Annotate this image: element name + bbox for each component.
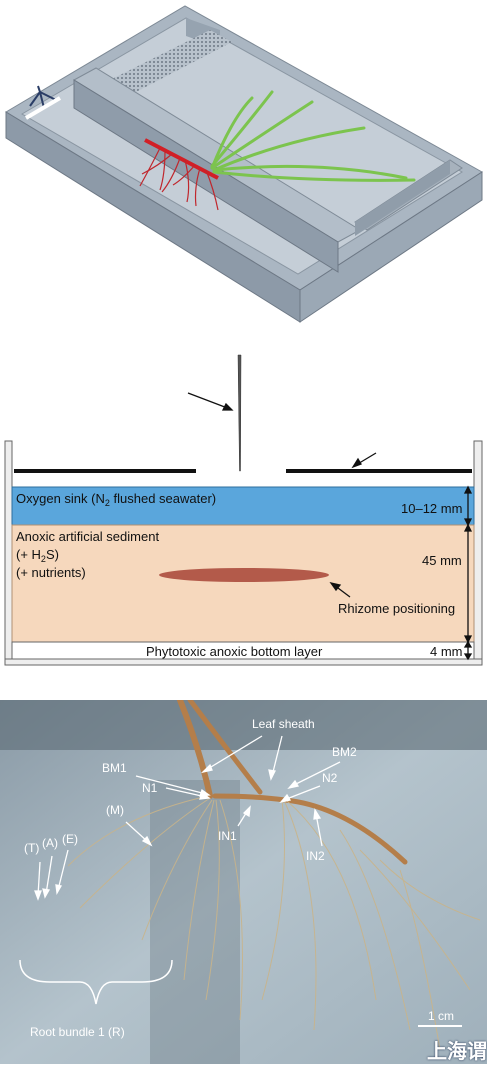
sediment-line-3: (+ nutrients) — [16, 565, 86, 580]
root-bundle-brace — [19, 959, 173, 1005]
plant-stems — [177, 697, 408, 865]
photo-dark-top — [0, 700, 487, 750]
chamber-cross-section: Oxygen sink (N2 flushed seawater) 10–12 … — [0, 345, 487, 675]
container-right-wall — [473, 440, 483, 666]
aquarium-svg — [5, 5, 483, 323]
plant-roots — [67, 795, 481, 1051]
label-bm2: BM2 — [332, 745, 357, 759]
label-a: (A) — [42, 836, 58, 850]
label-e: (E) — [62, 832, 78, 846]
lid-right — [286, 469, 472, 473]
label-scale: 1 cm — [428, 1009, 454, 1023]
container-bottom — [4, 658, 483, 666]
watermark: 上海谓 — [427, 1039, 487, 1063]
bottom-layer-depth: 4 mm — [430, 644, 463, 659]
label-t: (T) — [24, 841, 39, 855]
right-partition-face — [355, 160, 450, 236]
lid-left — [14, 469, 196, 473]
rhizome-shape — [159, 568, 329, 582]
roots-illustration — [139, 138, 219, 211]
cross-section-svg: Oxygen sink (N2 flushed seawater) 10–12 … — [4, 354, 483, 666]
oxygen-sink-layer — [11, 486, 475, 526]
tray-side-face — [299, 171, 483, 323]
seagrass-leaves — [210, 90, 416, 182]
photo-svg: Leaf sheath BM1 BM2 N1 N2 IN1 IN2 (M) (T… — [0, 697, 487, 1064]
sensor-tripod-icon — [24, 85, 62, 120]
rhizome-arrow — [329, 581, 351, 598]
dimension-markers — [463, 485, 473, 661]
photo-background — [0, 700, 487, 1064]
root-photograph: Leaf sheath BM1 BM2 N1 N2 IN1 IN2 (M) (T… — [0, 697, 487, 1064]
divider-face — [73, 79, 339, 273]
label-leaf-sheath: Leaf sheath — [252, 717, 315, 731]
label-bm1: BM1 — [102, 761, 127, 775]
pointer-arrows — [187, 392, 377, 469]
sediment-depth: 45 mm — [422, 553, 462, 568]
photo-arrows — [34, 735, 341, 901]
label-m: (M) — [106, 803, 124, 817]
aquarium-3d-illustration — [0, 0, 487, 335]
oxygen-sink-depth: 10–12 mm — [401, 501, 462, 516]
sediment-line-1: Anoxic artificial sediment — [16, 529, 159, 544]
label-in2: IN2 — [306, 849, 325, 863]
label-root-bundle: Root bundle 1 (R) — [30, 1025, 125, 1039]
label-in1: IN1 — [218, 829, 237, 843]
mesh-screen — [110, 30, 232, 94]
microsensor-needle — [237, 354, 242, 472]
container-left-wall — [4, 440, 13, 666]
oxygen-sink-label: Oxygen sink (N2 flushed seawater) — [16, 491, 216, 508]
bottom-layer-label: Phytotoxic anoxic bottom layer — [146, 644, 323, 659]
bottom-layer — [11, 641, 475, 660]
label-n2: N2 — [322, 771, 338, 785]
sediment-layer — [11, 524, 475, 643]
label-n1: N1 — [142, 781, 158, 795]
sediment-line-2: (+ H2S) — [16, 547, 59, 564]
rhizome-label: Rhizome positioning — [338, 601, 455, 616]
